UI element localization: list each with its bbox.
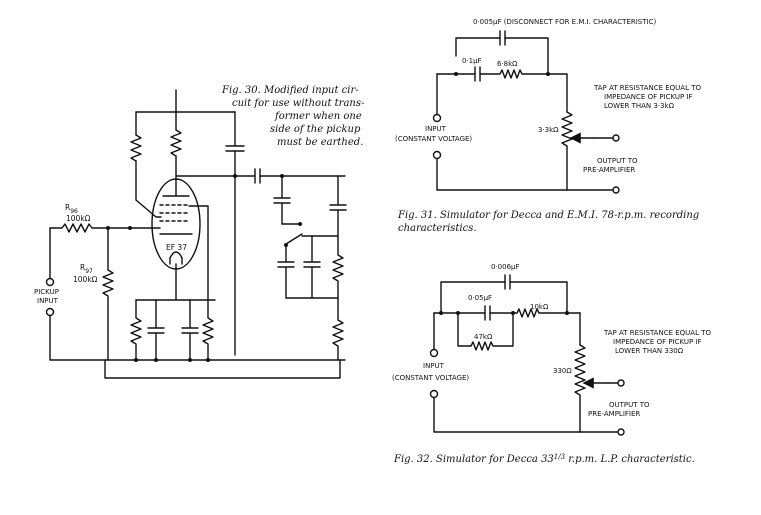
- fig32-output-terminal-bottom: [617, 428, 625, 436]
- fig31-tap-note-1: TAP AT RESISTANCE EQUAL TO: [593, 84, 701, 92]
- fig31-tap-note-2: IMPEDANCE OF PICKUP IF: [604, 93, 693, 101]
- fig31-input-terminal-bottom: [432, 150, 442, 160]
- fig31-output-terminal-top: [612, 134, 620, 142]
- fig32-input-label-2: (CONSTANT VOLTAGE): [392, 374, 469, 382]
- fig32-caption: Fig. 32. Simulator for Decca 331/3 r.p.m…: [393, 453, 695, 465]
- fig31-circuit: 0·005μF (DISCONNECT FOR E.M.I. CHARACTER…: [395, 18, 701, 234]
- fig32-shunt-res-label: 330Ω: [553, 367, 572, 375]
- r97-value: 100kΩ: [73, 275, 98, 284]
- valve-label: EF 37: [166, 243, 187, 252]
- fig31-series-res-label: 6·8kΩ: [497, 60, 518, 68]
- fig32-input-label-1: INPUT: [423, 362, 445, 370]
- fig32-cap-inner-label: 0·05μF: [468, 294, 492, 302]
- fig31-cap-label: 0·1μF: [462, 57, 482, 65]
- fig32-cap-top-label: 0·006μF: [491, 263, 520, 271]
- fig32-output-label-1: OUTPUT TO: [609, 401, 650, 409]
- fig32-parallel-res-label: 47kΩ: [474, 333, 493, 341]
- fig31-caption-line1: Fig. 31. Simulator for Decca and E.M.I. …: [397, 210, 699, 221]
- pickup-label-1: PICKUP: [34, 288, 59, 296]
- r96-value: 100kΩ: [66, 214, 91, 223]
- fig31-cap-disconnect-label: 0·005μF (DISCONNECT FOR E.M.I. CHARACTER…: [473, 18, 656, 26]
- fig31-output-terminal-bottom: [612, 186, 620, 194]
- fig32-tap-note-1: TAP AT RESISTANCE EQUAL TO: [603, 329, 711, 337]
- fig30-caption-line3: former when one: [274, 111, 362, 122]
- fig31-tap-note-3: LOWER THAN 3·3kΩ: [604, 102, 675, 110]
- fig30-caption-line4: side of the pickup: [270, 124, 361, 135]
- fig31-shunt-res-label: 3·3kΩ: [538, 126, 559, 134]
- fig31-output-label-2: PRE-AMPLIFIER: [583, 166, 635, 174]
- fig32-tap-note-2: IMPEDANCE OF PICKUP IF: [613, 338, 702, 346]
- pickup-input-terminal-bottom: [45, 307, 55, 317]
- fig30-caption-line1: Fig. 30. Modified input cir-: [221, 85, 359, 96]
- fig32-tap-note-3: LOWER THAN 330Ω: [615, 347, 684, 355]
- pickup-label-2: INPUT: [37, 297, 59, 305]
- fig31-input-label-2: (CONSTANT VOLTAGE): [395, 135, 472, 143]
- fig31-caption-line2: characteristics.: [398, 223, 477, 234]
- fig32-input-terminal-top: [429, 348, 439, 358]
- fig32-circuit: 0·006μF 0·05μF 10kΩ 47kΩ INPUT (CONSTANT…: [392, 263, 711, 465]
- fig32-output-label-2: PRE-AMPLIFIER: [588, 410, 640, 418]
- fig31-input-terminal-top: [432, 113, 442, 123]
- fig31-input-label-1: INPUT: [425, 125, 447, 133]
- fig30-caption-line5: must be earthed.: [277, 137, 363, 148]
- pickup-input-terminal-top: [45, 277, 55, 287]
- fig31-output-label-1: OUTPUT TO: [597, 157, 638, 165]
- r97-label: R97: [80, 263, 93, 275]
- fig32-series-res-label: 10kΩ: [530, 303, 549, 311]
- r96-label: R96: [65, 203, 78, 215]
- fig32-input-terminal-bottom: [429, 389, 439, 399]
- fig32-output-terminal-top: [617, 379, 625, 387]
- fig30-caption-line2: cuit for use without trans-: [232, 98, 365, 109]
- fig30-circuit: Fig. 30. Modified input cir- cuit for us…: [34, 85, 365, 379]
